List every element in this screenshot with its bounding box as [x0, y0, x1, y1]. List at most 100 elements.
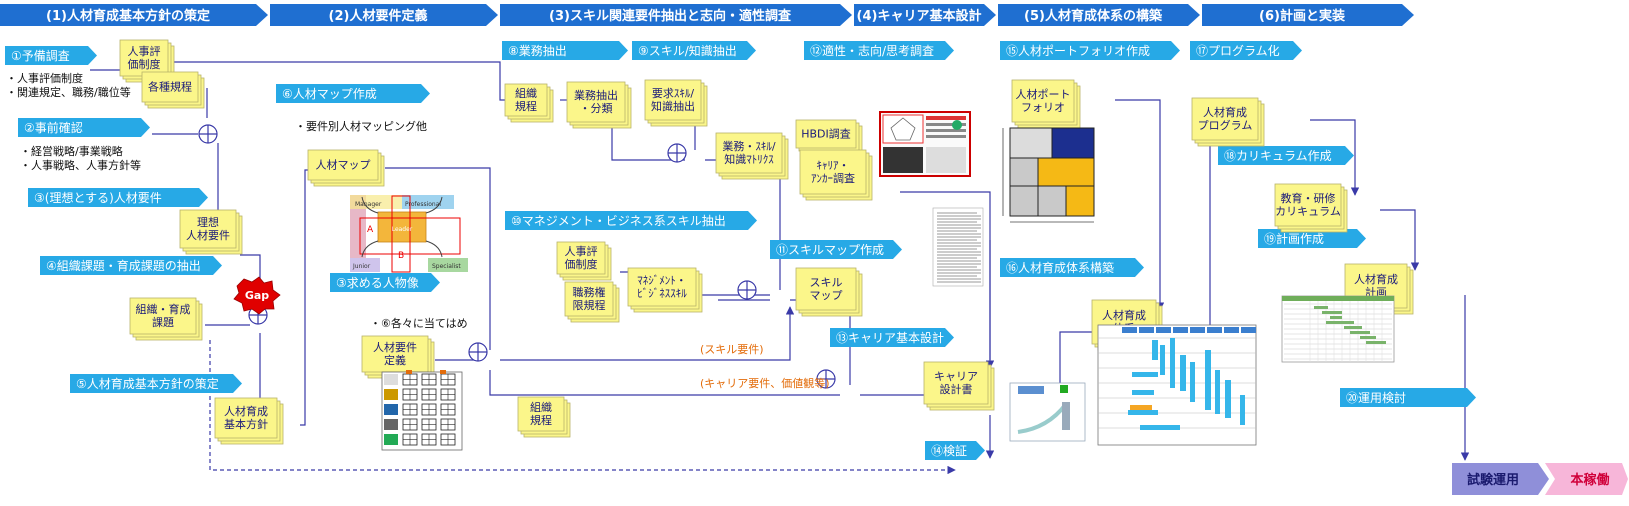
step-label: ⑬キャリア基本設計	[836, 330, 944, 345]
step-label: ⑰プログラム化	[1196, 44, 1280, 58]
notes: ・人事評価制度 ・関連規定、職務/職位等 ・経営戦略/事業戦略 ・人事戦略、人事…	[6, 71, 830, 390]
document-label: 組織・育成	[136, 302, 191, 316]
step-5: ⑤人材育成基本方針の策定	[70, 374, 242, 393]
training-plan-gantt-thumbnail	[1281, 295, 1395, 363]
document-label: 限規程	[573, 298, 606, 312]
document-stacks: 人事評価制度各種規程理想人材要件組織・育成課題人材育成基本方針人材マップ人材要件…	[119, 39, 1414, 445]
document-stack: ﾏﾈｼﾞﾒﾝﾄ・ﾋﾞｼﾞﾈｽｽｷﾙ	[627, 267, 703, 313]
document-label: 課題	[152, 315, 174, 329]
questionnaire-thumbnail	[932, 207, 984, 287]
step-16: ⑯人材育成体系構築	[1000, 258, 1144, 277]
document-label: プログラム	[1198, 118, 1253, 132]
document-stack: 業務・ｽｷﾙ/知識ﾏﾄﾘｸｽ	[715, 132, 789, 180]
document-label: 組織	[530, 401, 552, 414]
persona-professional: Professional	[405, 201, 441, 208]
document-label: 計画	[1365, 285, 1387, 299]
document-label: ｱﾝｶｰ調査	[811, 171, 855, 185]
document-label: カリキュラム	[1275, 205, 1341, 218]
document-label: 組織	[515, 87, 537, 100]
document-label: ﾏﾈｼﾞﾒﾝﾄ・	[637, 274, 687, 287]
document-stack: 組織・育成課題	[129, 297, 203, 341]
document-label: 人材要件	[186, 228, 230, 242]
step-label: ③求める人物像	[336, 276, 419, 290]
document-label: 基本方針	[224, 417, 268, 431]
document-label: スキル	[810, 276, 843, 289]
document-label: 職務権	[573, 285, 606, 299]
phase-6: (6)計画と実装	[1202, 4, 1414, 26]
note-career-requirement: (キャリア要件、価値観等)	[700, 376, 830, 390]
note-jizen-2: ・人事戦略、人事方針等	[20, 158, 141, 172]
step-label: ⑨スキル/知識抽出	[638, 44, 737, 58]
document-stack: 人材要件定義	[361, 335, 435, 379]
persona-b: B	[398, 251, 404, 261]
note-map-1: ・要件別人材マッピング他	[295, 119, 427, 133]
document-label: 設計書	[940, 382, 973, 396]
note-yobi-1: ・人事評価制度	[6, 71, 83, 85]
phase-label: (6)計画と実装	[1259, 8, 1345, 24]
phase-header-row: (1)人材育成基本方針の策定 (2)人材要件定義 (3)スキル関連要件抽出と志向・適…	[0, 4, 1414, 26]
gap-label: Gap	[245, 289, 269, 302]
training-system-table-thumbnail	[1097, 324, 1257, 446]
document-label: 規程	[530, 413, 552, 427]
step-label: ③(理想とする)人材要件	[34, 190, 162, 205]
step-20: ⑳運用検討	[1340, 388, 1476, 407]
persona-specialist: Specialist	[432, 263, 461, 270]
document-label: 人事評	[128, 44, 161, 58]
step-label: ⑳運用検討	[1346, 390, 1406, 405]
document-label: フォリオ	[1021, 101, 1065, 114]
step-17: ⑰プログラム化	[1190, 41, 1302, 60]
step-label: ⑪スキルマップ作成	[776, 243, 884, 257]
junction	[198, 124, 218, 144]
step-label: ⑤人材育成基本方針の策定	[76, 376, 219, 391]
document-label: 業務・ｽｷﾙ/	[722, 139, 775, 153]
persona-diagram: Manager Professional Leader Junior Speci…	[350, 195, 468, 273]
step-label: ⑧業務抽出	[508, 44, 567, 58]
phase-3: (3)スキル関連要件抽出と志向・適性調査	[500, 4, 852, 26]
document-label: 知識抽出	[651, 99, 695, 113]
step-label: ⑥人材マップ作成	[282, 87, 377, 101]
step-3: ③(理想とする)人材要件	[28, 188, 208, 207]
document-label: 理想	[197, 215, 219, 229]
phase-1: (1)人材育成基本方針の策定	[0, 4, 268, 26]
step-label: ①予備調査	[11, 48, 70, 63]
document-stack: 人材育成基本方針	[214, 397, 284, 445]
document-label: マップ	[810, 289, 843, 302]
step-19: ⑲計画作成	[1258, 229, 1366, 248]
document-stack: 人材マップ	[307, 149, 385, 187]
portfolio-matrix-thumbnail	[1002, 127, 1095, 223]
persona-junior: Junior	[352, 263, 371, 270]
step-label: ⑫適性・志向/思考調査	[810, 43, 934, 58]
note-jizen-1: ・経営戦略/事業戦略	[20, 144, 123, 158]
step-7: ③求める人物像	[330, 273, 440, 292]
phase-label: (1)人材育成基本方針の策定	[46, 8, 210, 24]
document-stack: ｷｬﾘｱ・ｱﾝｶｰ調査	[799, 149, 873, 201]
document-stack: 人事評価制度	[556, 241, 612, 281]
step-label: ⑮人材ポートフォリオ作成	[1006, 44, 1150, 58]
document-stack: HBDI調査	[795, 119, 863, 155]
production-operation: 本稼働	[1570, 472, 1609, 488]
phase-4: (4)キャリア基本設計	[854, 4, 996, 26]
step-label: ④組織課題・育成課題の抽出	[46, 258, 201, 273]
requirement-grid-thumbnail	[381, 370, 463, 451]
step-label: ⑯人材育成体系構築	[1006, 260, 1114, 275]
document-label: 定義	[384, 353, 406, 367]
document-label: ・分類	[580, 102, 613, 115]
document-label: キャリア	[934, 370, 978, 383]
step-label: ②事前確認	[24, 120, 83, 135]
phase-2: (2)人材要件定義	[270, 4, 498, 26]
step-1: ①予備調査	[5, 46, 97, 65]
document-label: 人材マップ	[316, 158, 371, 172]
step-10: ⑩マネジメント・ビジネス系スキル抽出	[505, 211, 757, 230]
note-persona-1: ・⑥各々に当てはめ	[370, 316, 468, 330]
phase-label: (2)人材要件定義	[329, 8, 428, 24]
document-label: 規程	[515, 99, 537, 113]
document-label: 価制度	[128, 57, 161, 71]
step-8: ⑧業務抽出	[502, 41, 628, 60]
step-labels: ①予備調査 ②事前確認 ③(理想とする)人材要件 ④組織課題・育成課題の抽出 ⑤人材育成…	[5, 41, 1476, 460]
document-label: 人事評	[565, 244, 598, 258]
